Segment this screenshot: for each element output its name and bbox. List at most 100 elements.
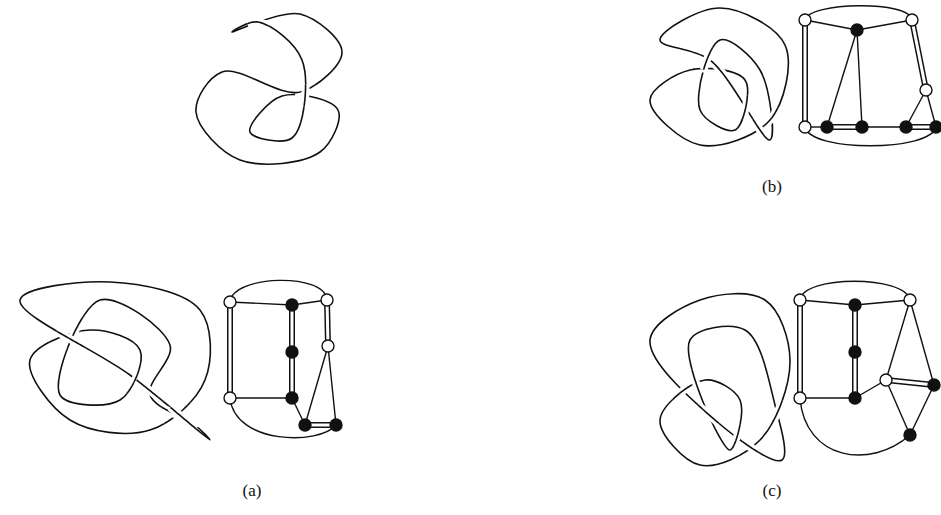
single-edge: [305, 346, 328, 425]
knot-strand: [137, 380, 163, 401]
single-edge: [328, 346, 336, 425]
double-edge-core: [854, 305, 857, 352]
single-edge: [857, 20, 912, 30]
single-edge: [800, 397, 855, 398]
black-vertex: [900, 121, 912, 133]
outer-edge: [800, 281, 910, 300]
outer-edge: [800, 398, 910, 455]
knot-strand: [20, 282, 211, 440]
white-vertex: [321, 294, 333, 306]
white-vertex: [794, 392, 806, 404]
double-edge: [289, 305, 295, 352]
knot-strand: [304, 85, 306, 107]
white-vertex: [799, 121, 811, 133]
white-vertex: [224, 392, 236, 404]
double-edge-core: [327, 300, 328, 346]
knot-strand: [731, 424, 740, 450]
knot-diagram: [20, 282, 211, 440]
black-vertex: [849, 299, 861, 311]
black-vertex: [928, 379, 940, 391]
double-edge: [852, 352, 858, 398]
white-vertex: [904, 294, 916, 306]
black-vertex: [904, 429, 916, 441]
crossing-gap: [304, 85, 306, 107]
figure-label: (c): [763, 482, 782, 499]
knot-strand: [753, 119, 767, 139]
double-edge-core: [291, 305, 294, 352]
knot-strand: [763, 107, 778, 126]
knot-strand: [698, 405, 719, 423]
single-edge: [910, 300, 934, 385]
graph-drawing: [799, 6, 941, 146]
outer-edge: [805, 6, 912, 20]
double-edge: [886, 380, 934, 385]
single-edge: [886, 300, 910, 380]
white-vertex: [322, 340, 334, 352]
crossing-gap: [763, 107, 778, 126]
knot-strand: [740, 440, 763, 455]
knot-strand: [742, 96, 747, 119]
crossing-gap: [247, 22, 268, 26]
black-vertex: [849, 392, 861, 404]
single-edge: [855, 300, 910, 305]
white-vertex: [880, 374, 892, 386]
crossing-gap: [57, 331, 86, 348]
outer-edge: [230, 398, 336, 438]
double-edge-core: [799, 300, 802, 398]
crossing-gap: [753, 119, 767, 139]
graph-drawing: [224, 280, 342, 437]
crossing-gap: [771, 400, 783, 425]
knot-diagram: [196, 13, 342, 164]
outer-edge: [230, 280, 327, 302]
single-edge: [230, 302, 292, 305]
white-vertex: [794, 294, 806, 306]
single-edge: [800, 300, 855, 305]
black-vertex: [299, 419, 311, 431]
knot-strand: [692, 370, 701, 396]
black-vertex: [856, 121, 868, 133]
crossing-gap: [711, 61, 727, 79]
double-edge: [227, 302, 233, 398]
crossing-gap: [740, 440, 763, 455]
crossing-gap: [698, 405, 719, 423]
knot-strand: [170, 407, 196, 429]
single-edge: [230, 397, 292, 398]
white-vertex: [224, 296, 236, 308]
single-edge: [910, 385, 934, 435]
white-vertex: [906, 14, 918, 26]
knot-strand: [771, 400, 783, 425]
knot-strand: [247, 22, 268, 26]
black-vertex: [330, 419, 342, 431]
black-vertex: [286, 346, 298, 358]
black-vertex: [851, 24, 863, 36]
white-vertex: [799, 14, 811, 26]
knot-strand: [650, 294, 790, 466]
knot-diagram: [650, 294, 790, 466]
knot-strand: [196, 13, 342, 164]
black-vertex: [821, 121, 833, 133]
double-edge: [327, 300, 328, 346]
crossing-gap: [137, 380, 163, 401]
double-edge: [802, 20, 808, 127]
double-edge-core: [854, 352, 857, 398]
black-vertex: [286, 392, 298, 404]
crossing-gap: [731, 424, 740, 450]
knot-strand: [57, 331, 86, 348]
knot-strand: [711, 61, 727, 79]
single-edge: [886, 380, 910, 435]
white-vertex: [920, 84, 932, 96]
double-edge: [289, 352, 295, 398]
crossing-gap: [672, 383, 694, 399]
double-edge: [852, 305, 858, 352]
double-edge: [797, 300, 803, 398]
graph-drawing: [794, 281, 940, 455]
double-edge-core: [886, 380, 934, 385]
single-edge: [857, 30, 862, 127]
black-vertex: [930, 121, 941, 133]
black-vertex: [849, 346, 861, 358]
black-vertex: [286, 299, 298, 311]
double-edge: [912, 20, 926, 90]
figure-label: (b): [762, 178, 782, 195]
